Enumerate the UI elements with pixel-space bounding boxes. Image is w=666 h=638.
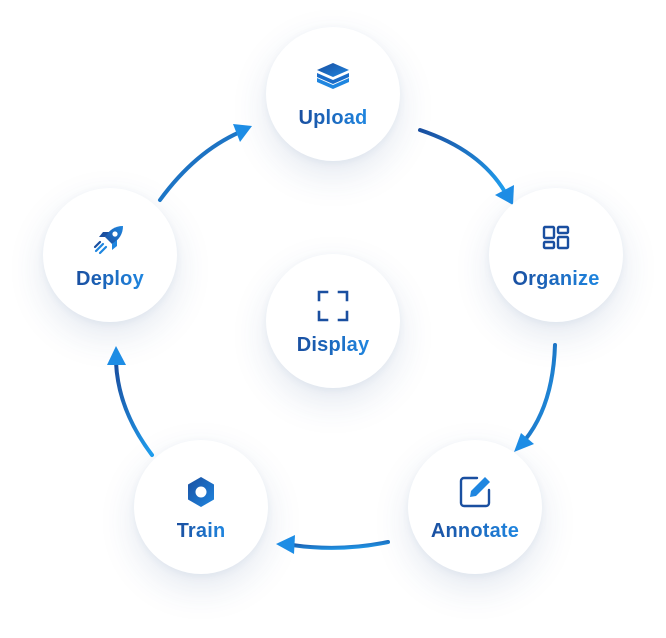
node-label-train: Train [176,519,226,542]
dashboard-grid-icon [536,220,576,260]
arrow-upload-to-organize [418,128,514,205]
layers-stack-icon [313,59,353,99]
node-organize[interactable]: Organize [489,188,623,322]
node-annotate[interactable]: Annotate [408,440,542,574]
rocket-icon [90,220,130,260]
node-display[interactable]: Display [266,254,400,388]
arrow-train-to-deploy [107,346,154,457]
node-upload[interactable]: Upload [266,27,400,161]
node-label-deploy: Deploy [76,267,144,290]
node-label-annotate: Annotate [430,519,520,542]
node-deploy[interactable]: Deploy [43,188,177,322]
arrow-organize-to-annotate [514,343,557,452]
hexagon-nut-icon [181,472,221,512]
arrow-deploy-to-upload [158,124,252,202]
node-label-display: Display [296,333,370,356]
node-label-upload: Upload [298,106,368,129]
node-label-organize: Organize [512,267,600,290]
edit-pencil-icon [455,472,495,512]
arrow-annotate-to-train [276,535,390,554]
viewfinder-icon [313,286,353,326]
node-train[interactable]: Train [134,440,268,574]
